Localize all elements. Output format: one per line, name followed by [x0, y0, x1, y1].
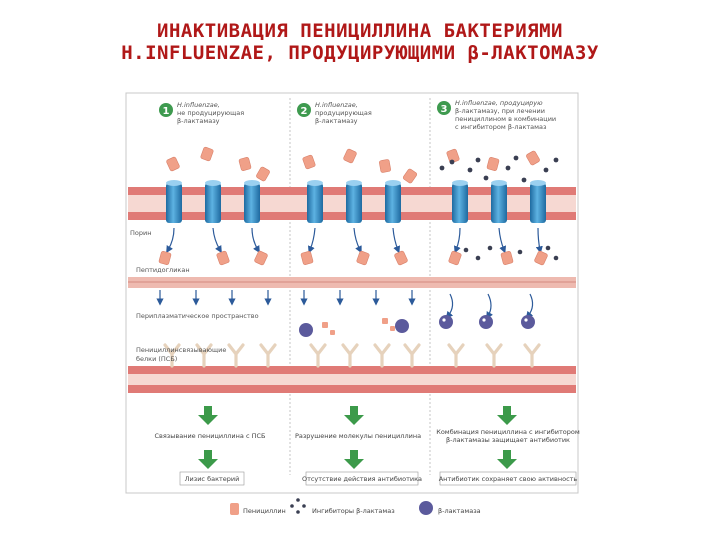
label-pbp-line1: Пенициллинсвязывающие: [136, 346, 226, 354]
panel-2-heading-line3: β-лактамазу: [315, 117, 358, 125]
panel-3-heading-line3: пенициллином в комбинации: [455, 115, 556, 123]
flow-arrows: [156, 227, 543, 320]
panel-3-heading-line2: β-лактамазу, при лечении: [455, 107, 545, 115]
diagram-title-line1: ИНАКТИВАЦИЯ ПЕНИЦИЛЛИНА БАКТЕРИЯМИ: [157, 20, 563, 42]
porin: [385, 180, 401, 223]
porin: [530, 180, 546, 223]
panel-2-heading-line2: продуцирующая: [315, 109, 372, 117]
penicillin-fragments: [322, 318, 395, 335]
panel-2-result-2: Отсутствие действия антибиотика: [302, 475, 422, 483]
inhibitor-molecules-outer: [439, 155, 559, 183]
penicillin-molecules-inner: [158, 250, 548, 266]
label-porin: Порин: [130, 229, 151, 237]
panel-3-result-2: Антибиотик сохраняет свою активность: [439, 475, 578, 483]
porin: [166, 180, 182, 223]
panel-2-number: 2: [301, 106, 308, 117]
periplasm-contents: [299, 315, 535, 337]
label-pbp-line2: белки (ПСБ): [136, 355, 177, 363]
result-box-2: [305, 471, 419, 486]
inner-membrane: [128, 366, 576, 393]
bound-inhibitor: [442, 318, 528, 322]
legend: Пенициллин Ингибиторы β-лактамаз β-лакта…: [230, 498, 481, 515]
porin: [491, 180, 507, 223]
inhibitor-molecules-inner: [463, 245, 559, 261]
panel-2-heading-line1: H.influenzae,: [315, 101, 358, 109]
diagram-title-line2: H.INFLUENZAE, ПРОДУЦИРУЮЩИМИ β-ЛАКТОМАЗУ: [121, 42, 599, 64]
legend-inhibitor-label: Ингибиторы β-лактамаз: [312, 507, 395, 515]
legend-penicillin-swatch: [230, 503, 239, 515]
legend-lactamase-swatch: [419, 501, 433, 515]
panel-1-number: 1: [163, 106, 170, 117]
panel-1-result-1: Связывание пенициллина с ПСБ: [155, 432, 266, 440]
panel-1-heading-line1: H.influenzae,: [177, 101, 220, 109]
panel-1-heading-line2: не продуцирующая: [177, 109, 244, 117]
penicillin-binding-proteins: [163, 343, 541, 368]
porin: [346, 180, 362, 223]
legend-lactamase-label: β-лактамаза: [438, 507, 481, 515]
result-box-1: [179, 471, 245, 486]
panel-3-result-1-line2: β-лактамазы защищает антибиотик: [446, 436, 570, 444]
porin: [307, 180, 323, 223]
porin: [452, 180, 468, 223]
panel-1-heading-line3: β-лактамазу: [177, 117, 220, 125]
panel-3-number: 3: [441, 104, 448, 115]
panel-3-heading-line1: H.influenzae, продуцирую: [455, 99, 543, 107]
label-periplasm: Периплазматическое пространство: [136, 312, 259, 320]
panel-number-badges: [159, 101, 451, 117]
porin: [205, 180, 221, 223]
green-process-arrows: [198, 406, 517, 469]
beta-lactamase-enzyme: [299, 315, 535, 337]
legend-penicillin-label: Пенициллин: [243, 507, 286, 515]
peptidoglycan-layer: [128, 277, 576, 288]
penicillin-molecules-outer: [166, 146, 540, 184]
label-peptidoglycan: Пептидогликан: [136, 266, 190, 274]
panel-1-result-2: Лизис бактерий: [185, 475, 240, 483]
panel-3-result-1-line1: Комбинация пенициллина с ингибитором: [436, 428, 580, 436]
panel-2-result-1: Разрушение молекулы пенициллина: [295, 432, 421, 440]
legend-inhibitor-swatch: [290, 498, 306, 514]
porin: [244, 180, 260, 223]
porin-channels: [166, 180, 546, 223]
result-box-3: [439, 471, 577, 486]
panel-3-heading-line4: с ингибитором β-лактамаз: [455, 123, 547, 131]
